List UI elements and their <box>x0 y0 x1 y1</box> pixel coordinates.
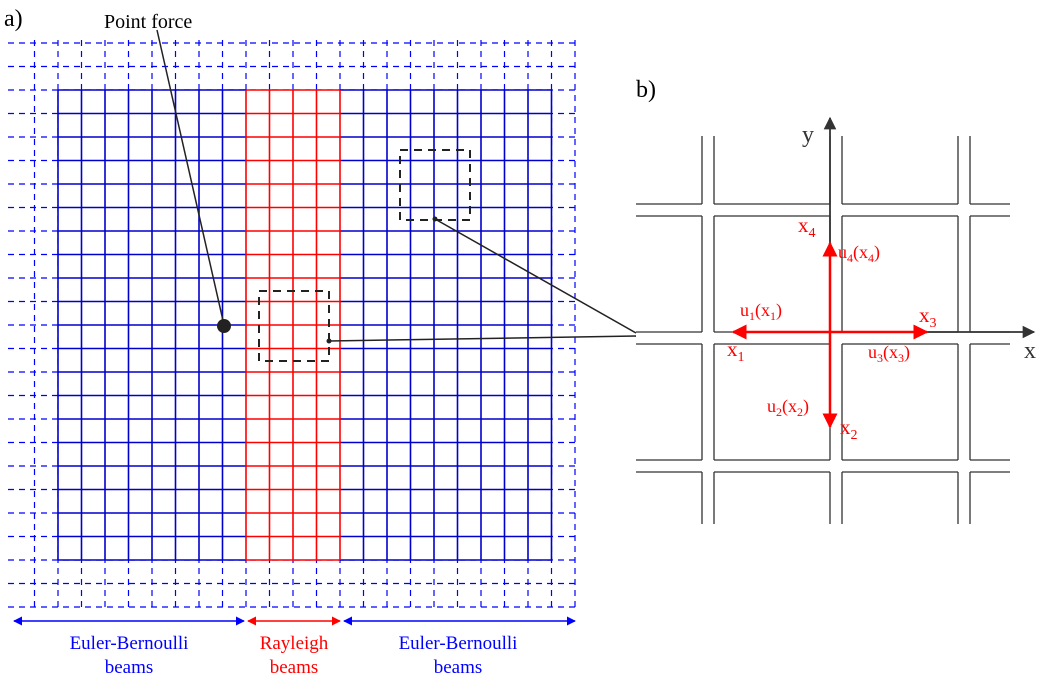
y-axis-label: y <box>802 122 814 148</box>
point-force-label: Point force <box>104 11 192 33</box>
region-label-rayleigh-line2: beams <box>270 657 319 678</box>
unit-cell-box-center <box>258 290 330 362</box>
region-label-euler-left-line2: beams <box>105 657 154 678</box>
label-x1: x1 <box>727 337 745 365</box>
point-force-dot <box>217 319 231 333</box>
point-force-leader <box>156 29 225 326</box>
label-u4: u4(x4) <box>838 242 880 265</box>
zoom-line-upper <box>434 218 637 334</box>
region-label-euler-right-line2: beams <box>434 657 483 678</box>
region-label-rayleigh-line1: Rayleigh <box>260 633 329 654</box>
zoom-line-center <box>328 335 637 342</box>
label-u3: u3(x3) <box>868 342 910 365</box>
label-u2: u2(x2) <box>767 396 809 419</box>
beam-grid <box>57 89 553 561</box>
panel-b-label: b) <box>636 77 656 103</box>
label-x3: x3 <box>919 303 937 331</box>
label-x4: x4 <box>798 213 816 241</box>
label-u1: u1(x1) <box>740 300 782 323</box>
panel-a-label: a) <box>4 6 23 32</box>
x-axis-label: x <box>1024 338 1036 364</box>
unit-cell-grid <box>636 136 1010 524</box>
label-x2: x2 <box>840 415 858 443</box>
region-label-euler-right-line1: Euler-Bernoulli <box>399 633 518 654</box>
region-label-euler-left-line1: Euler-Bernoulli <box>70 633 189 654</box>
